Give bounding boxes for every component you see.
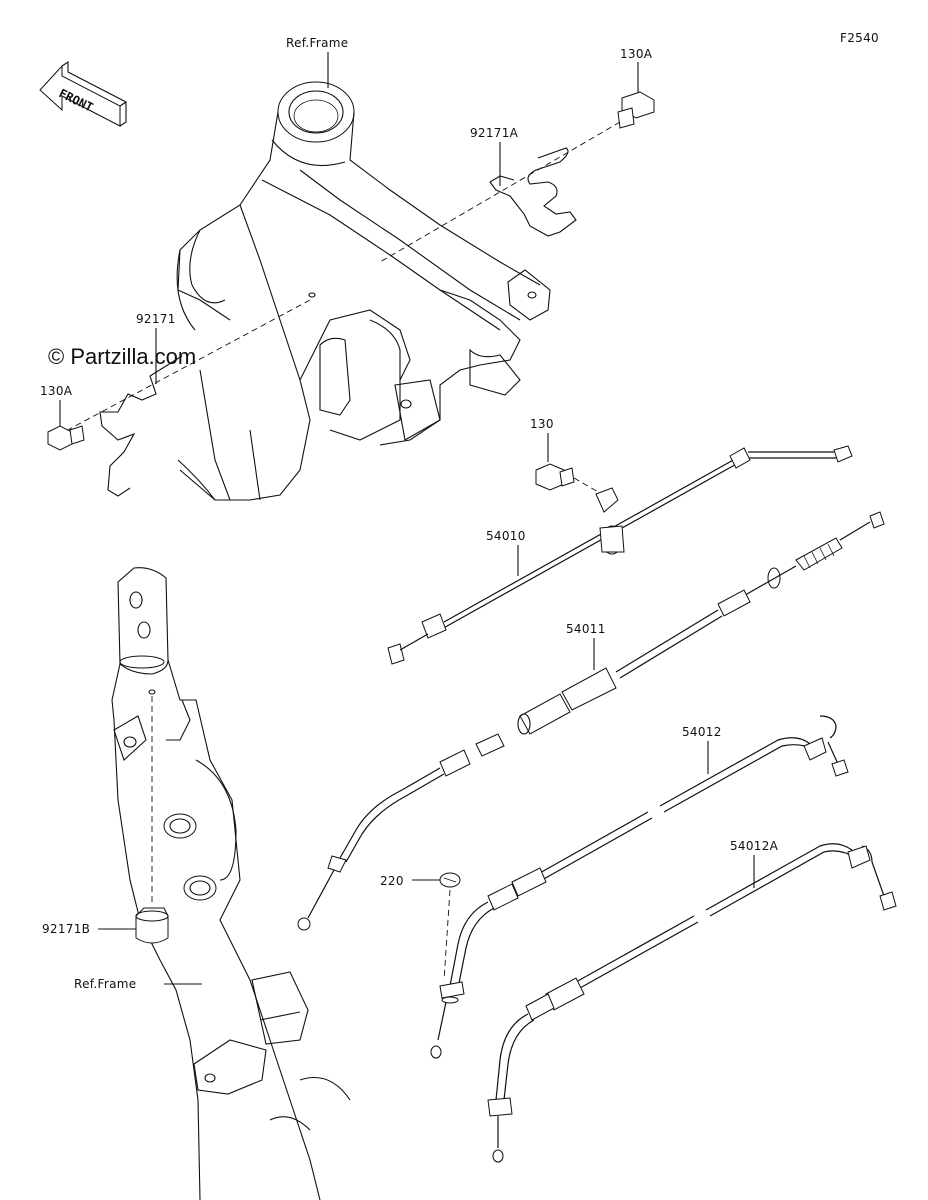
ref-frame-bottom-label: Ref.Frame: [74, 977, 136, 991]
clamp-92171B-label: 92171B: [42, 922, 90, 936]
screw-220-label: 220: [380, 874, 404, 888]
clamp-92171A-drawing: [489, 147, 577, 237]
bolt-130A-left-axis: [63, 299, 311, 433]
bolt-130A-left-drawing: [47, 425, 85, 451]
cable-54012-drawing: [430, 715, 849, 1059]
bolt-130A-left-label: 130A: [40, 384, 73, 398]
screw-220-axis: [443, 889, 451, 981]
upper-frame-drawing: [176, 81, 551, 501]
front-arrow-icon: FRONT: [39, 60, 127, 127]
cable-54012-label: 54012: [682, 725, 722, 739]
cable-54012A-label: 54012A: [730, 839, 779, 853]
ref-frame-top-label: Ref.Frame: [286, 36, 348, 50]
bolt-130A-top-drawing: [617, 91, 655, 129]
cable-54010-drawing: [387, 445, 853, 665]
bolt-130-drawing: [535, 463, 575, 491]
clamp-92171-label: 92171: [136, 312, 176, 326]
bolt-130A-top-label: 130A: [620, 47, 653, 61]
bolt-130A-top-axis: [379, 121, 621, 263]
cable-54012A-drawing: [487, 843, 897, 1163]
clamp-92171B-drawing: [135, 907, 169, 944]
lower-frame-drawing: [111, 567, 351, 1200]
cable-54010-label: 54010: [486, 529, 526, 543]
clamp-92171-drawing: [99, 355, 183, 497]
bolt-130-label: 130: [530, 417, 554, 431]
bolt-130-axis: [573, 477, 613, 501]
clamp-92171A-label: 92171A: [470, 126, 519, 140]
cable-54011-label: 54011: [566, 622, 606, 636]
watermark: © Partzilla.com: [48, 344, 196, 369]
screw-220-drawing: [439, 872, 461, 888]
cable-54011-drawing: [297, 511, 885, 931]
diagram-code: F2540: [840, 31, 879, 45]
